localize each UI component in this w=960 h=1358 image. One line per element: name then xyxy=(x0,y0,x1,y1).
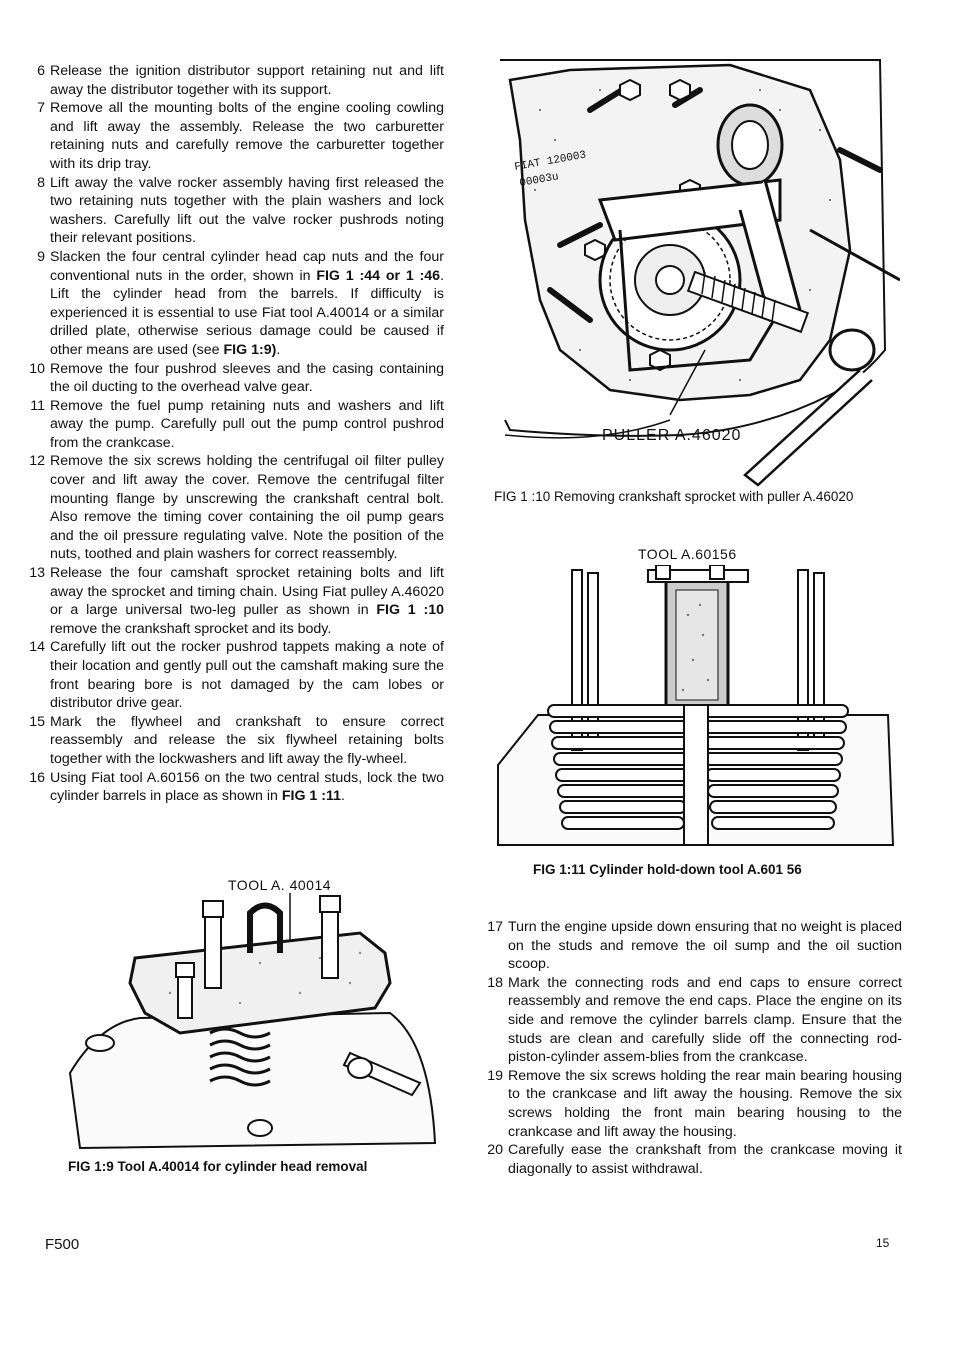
step-number: 11 xyxy=(30,397,45,414)
step-text-run: Remove all the mounting bolts of the eng… xyxy=(50,100,444,172)
step-text: Release the ignition distributor support… xyxy=(50,62,444,99)
step-text: Turn the engine upside down ensuring tha… xyxy=(508,918,902,974)
figure-reference: FIG 1 :44 or 1 :46 xyxy=(316,267,441,284)
step-number: 12 xyxy=(29,453,45,470)
step-text-run: Release the ignition distributor support… xyxy=(50,63,444,98)
step-6: 6 Release the ignition distributor suppor… xyxy=(20,62,444,99)
step-text: Remove the four pushrod sleeves and the … xyxy=(50,360,444,397)
step-14: 14 Carefully lift out the rocker pushrod … xyxy=(20,638,444,712)
step-text-run: Remove the six screws holding the rear m… xyxy=(508,1067,902,1140)
step-text-run: Carefully lift out the rocker pushrod ta… xyxy=(50,639,444,712)
footer-model: F500 xyxy=(45,1236,80,1253)
step-text-run: Mark the flywheel and crankshaft to ensu… xyxy=(50,713,444,767)
step-text: Mark the flywheel and crankshaft to ensu… xyxy=(50,713,444,769)
step-11: 11 Remove the fuel pump retaining nuts an… xyxy=(20,397,444,453)
step-text-run: Remove the six screws holding the centri… xyxy=(50,453,444,563)
step-number: 17 xyxy=(487,919,503,935)
step-13: 13 Release the four camshaft sprocket ret… xyxy=(20,564,444,638)
fig-1-9-illustration xyxy=(60,893,440,1153)
step-number: 13 xyxy=(29,565,45,582)
fig10-puller-label: PULLER A.46020 xyxy=(602,427,742,444)
step-number: 16 xyxy=(29,769,45,786)
step-text-run: remove the crankshaft sprocket and its b… xyxy=(50,620,332,637)
step-text: Mark the connecting rods and end caps to… xyxy=(508,974,902,1067)
step-text: Using Fiat tool A.60156 on the two centr… xyxy=(50,769,444,806)
step-text: Carefully ease the crankshaft from the c… xyxy=(508,1141,902,1178)
fig11-tool-label: TOOL A.60156 xyxy=(638,546,737,562)
step-number: 15 xyxy=(29,713,45,730)
fig-1-11-illustration xyxy=(488,565,898,850)
step-number: 19 xyxy=(487,1067,503,1084)
step-15: 15 Mark the flywheel and crankshaft to en… xyxy=(20,713,444,769)
figure-reference: FIG 1:9) xyxy=(223,341,277,358)
step-text: Lift away the valve rocker assembly havi… xyxy=(50,174,444,248)
step-text-run: . Lift the cylinder head from the barrel… xyxy=(50,267,445,358)
step-text: Remove the six screws holding the rear m… xyxy=(508,1067,902,1141)
fig11-caption: FIG 1:11 Cylinder hold-down tool A.601 5… xyxy=(533,862,802,877)
steps-right-column: 17 Turn the engine upside down ensuring t… xyxy=(478,918,902,1178)
step-7: 7 Remove all the mounting bolts of the en… xyxy=(20,99,444,173)
step-text-run: . xyxy=(276,341,281,358)
step-8: 8 Lift away the valve rocker assembly hav… xyxy=(20,174,444,248)
step-number: 20 xyxy=(487,1142,503,1159)
step-17: 17 Turn the engine upside down ensuring t… xyxy=(478,918,902,974)
step-number: 9 xyxy=(37,248,45,265)
fig-1-10-illustration: FIAT 120003 00003u xyxy=(480,50,900,490)
step-number: 14 xyxy=(29,639,45,656)
step-text-run: Using Fiat tool A.60156 on the two centr… xyxy=(50,769,444,805)
step-20: 20 Carefully ease the crankshaft from the… xyxy=(478,1141,902,1178)
step-text-run: Carefully ease the crankshaft from the c… xyxy=(508,1142,902,1177)
step-text-run: Remove the fuel pump retaining nuts and … xyxy=(50,397,444,451)
fig9-caption: FIG 1:9 Tool A.40014 for cylinder head r… xyxy=(68,1159,368,1174)
step-text: Slacken the four central cylinder head c… xyxy=(50,248,444,360)
step-19: 19 Remove the six screws holding the rear… xyxy=(478,1067,902,1141)
figure-reference: FIG 1 :11 xyxy=(281,788,341,805)
step-text-run: Remove the four pushrod sleeves and the … xyxy=(50,360,444,396)
step-text: Remove the six screws holding the centri… xyxy=(50,452,444,564)
steps-left-column: 6 Release the ignition distributor suppor… xyxy=(20,62,444,806)
figure-reference: FIG 1 :10 xyxy=(376,602,444,619)
step-text-run: . xyxy=(340,788,345,805)
step-text-run: Release the four camshaft sprocket retai… xyxy=(50,565,444,619)
step-number: 8 xyxy=(37,174,45,191)
step-number: 10 xyxy=(29,360,45,377)
fig10-caption: FIG 1 :10 Removing crankshaft sprocket w… xyxy=(494,489,854,504)
step-text: Remove the fuel pump retaining nuts and … xyxy=(50,397,444,453)
step-10: 10 Remove the four pushrod sleeves and th… xyxy=(20,360,444,397)
step-number: 7 xyxy=(37,100,45,117)
step-text: Carefully lift out the rocker pushrod ta… xyxy=(50,638,444,712)
step-text-run: Slacken the four central cylinder head c… xyxy=(50,248,444,284)
step-18: 18 Mark the connecting rods and end caps … xyxy=(478,974,902,1067)
step-9: 9 Slacken the four central cylinder head … xyxy=(20,248,444,360)
step-12: 12 Remove the six screws holding the cent… xyxy=(20,452,444,564)
step-text-run: Turn the engine upside down ensuring tha… xyxy=(508,919,902,973)
step-number: 18 xyxy=(487,974,503,991)
step-text-run: Mark the connecting rods and end caps to… xyxy=(508,974,902,1066)
step-text-run: Lift away the valve rocker assembly havi… xyxy=(50,174,444,247)
page-number: 15 xyxy=(876,1236,890,1250)
step-16: 16 Using Fiat tool A.60156 on the two cen… xyxy=(20,769,444,806)
step-text: Release the four camshaft sprocket retai… xyxy=(50,564,444,638)
fig9-tool-label: TOOL A. 40014 xyxy=(228,877,332,893)
step-number: 6 xyxy=(37,63,45,79)
step-text: Remove all the mounting bolts of the eng… xyxy=(50,99,444,173)
